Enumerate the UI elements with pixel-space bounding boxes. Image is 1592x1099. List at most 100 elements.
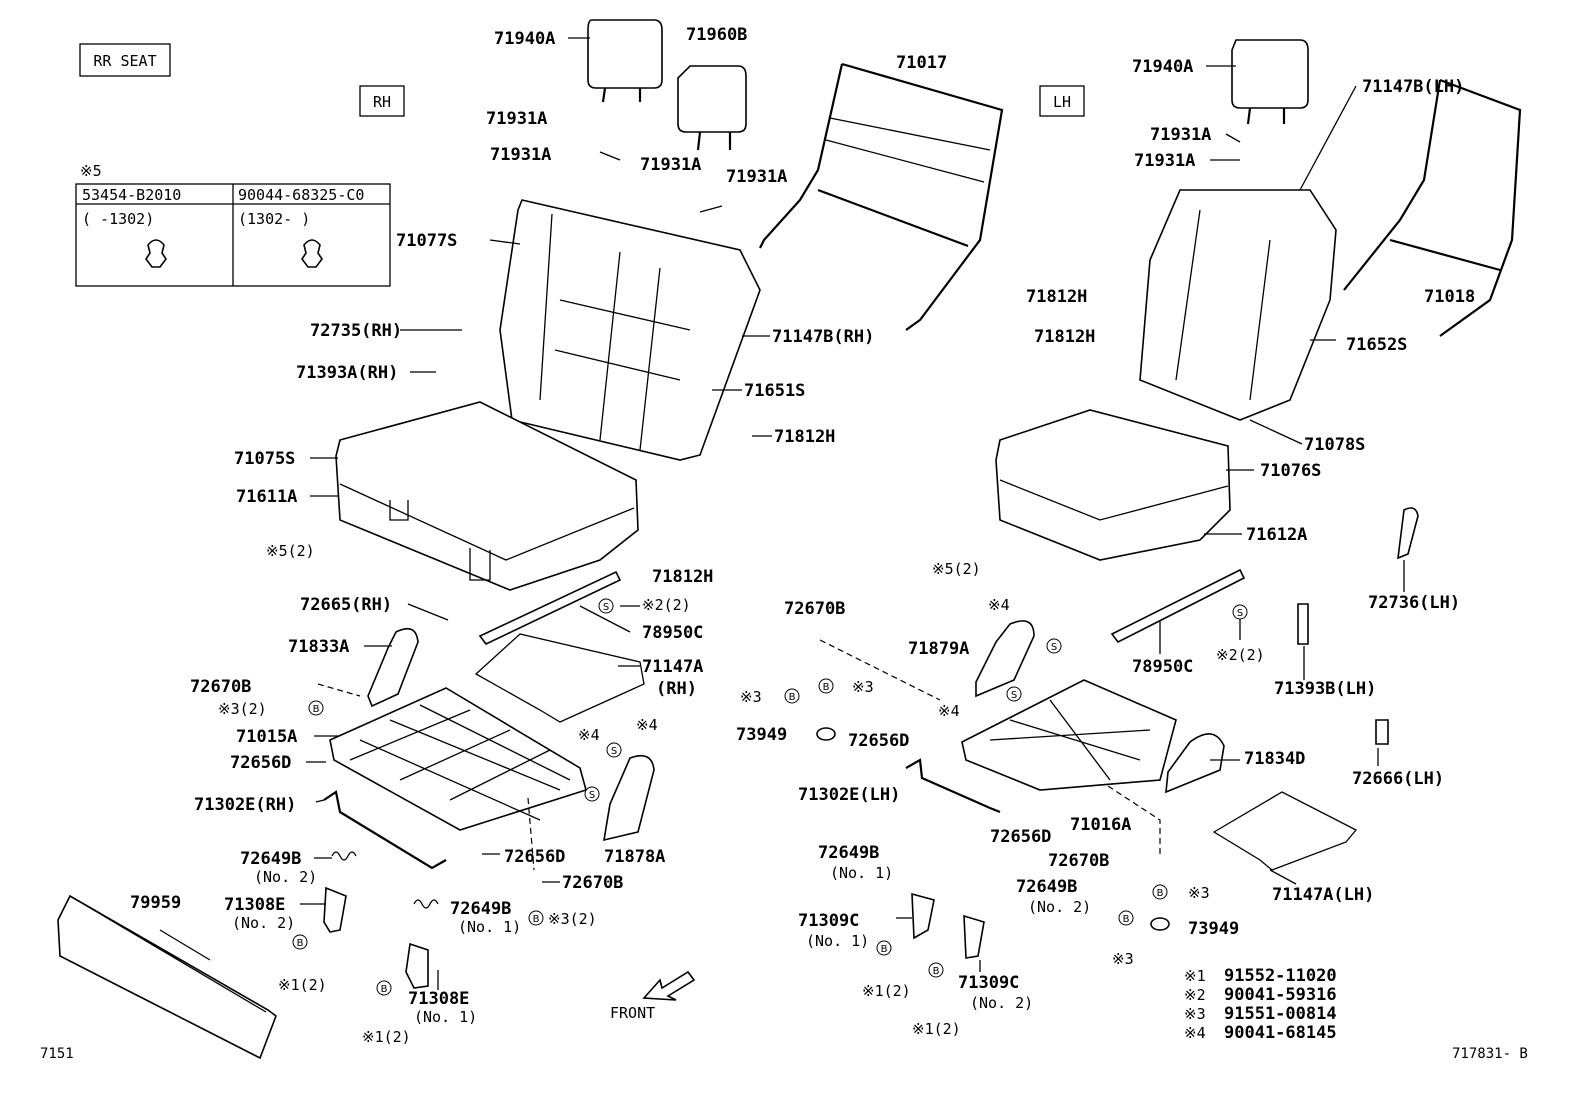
legend-part: 91552-11020 (1224, 966, 1337, 986)
legend-mark: ※4 (1184, 1024, 1206, 1042)
part-label: 73949 (736, 725, 787, 745)
bumper-73949-2 (1150, 917, 1170, 931)
part-label: (No. 2) (232, 914, 295, 932)
footnote-col2-range: (1302- ) (238, 210, 310, 228)
legend-row-3: ※3 91551-00814 (1184, 1004, 1337, 1024)
part-label: ※5(2) (266, 542, 315, 560)
fastener-legend: ※1 91552-11020 ※2 90041-59316 ※3 91551-0… (1184, 966, 1337, 1043)
part-label: 71147B(LH) (1362, 77, 1464, 97)
legend-row-4: ※4 90041-68145 (1184, 1023, 1337, 1043)
cover-79959 (57, 894, 277, 1060)
part-label: ※3 (852, 678, 874, 696)
part-label: 72670B (1048, 851, 1109, 871)
footnote-table-mark: ※5 (80, 162, 102, 180)
part-label: ※4 (636, 716, 658, 734)
part-label: 72670B (190, 677, 251, 697)
part-label: 71812H (1034, 327, 1095, 347)
headrest-rh-center (677, 65, 747, 151)
legend-mark: ※2 (1184, 986, 1206, 1004)
bolt-callout: B (313, 704, 320, 715)
page-number-left: 7151 (40, 1046, 74, 1062)
part-label: 72736(LH) (1368, 593, 1460, 613)
part-labels: 71940A 71960B 71017 71931A 71931A 71931A… (40, 25, 1528, 1062)
part-label: 71651S (744, 381, 805, 401)
footnote-col1-part: 53454-B2010 (82, 186, 181, 204)
part-label: 71393B(LH) (1274, 679, 1376, 699)
part-label: 71309C (798, 911, 859, 931)
part-label: 72656D (504, 847, 565, 867)
part-label: 72666(LH) (1352, 769, 1444, 789)
hinge-71308e-no1 (405, 942, 429, 989)
part-label: 71308E (224, 895, 285, 915)
part-label: 71878A (604, 847, 665, 867)
rr-seat-title: RR SEAT (93, 52, 156, 70)
strap-71393b (1297, 603, 1309, 645)
part-label: 71812H (652, 567, 713, 587)
part-label: ※4 (578, 726, 600, 744)
part-label: (No. 1) (414, 1008, 477, 1026)
footnote-col2-part: 90044-68325-C0 (238, 186, 364, 204)
dashed-leader-lh (819, 639, 1161, 856)
lh-side-label: LH (1053, 93, 1071, 111)
part-label: 71611A (236, 487, 297, 507)
part-label: (No. 1) (458, 918, 521, 936)
part-label: 71017 (896, 53, 947, 73)
part-label: 79959 (130, 893, 181, 913)
seatback-lh (1139, 189, 1337, 421)
footnote-col1-range: ( -1302) (82, 210, 154, 228)
rod-71302e-rh (323, 790, 447, 870)
lh-side-box: LH (1039, 85, 1085, 117)
part-label: 72649B (818, 843, 879, 863)
legend-mark: ※1 (1184, 967, 1206, 985)
part-label: ※1(2) (278, 976, 327, 994)
part-label: ※5(2) (932, 560, 981, 578)
seat-cushion-rh (335, 401, 639, 591)
part-label: 71834D (1244, 749, 1305, 769)
part-label: 72656D (848, 731, 909, 751)
part-label: 71308E (408, 989, 469, 1009)
part-label: (No. 2) (1028, 898, 1091, 916)
page-number-right: 717831- B (1452, 1046, 1528, 1062)
part-label: 71812H (1026, 287, 1087, 307)
bolt-callout: B (297, 938, 304, 949)
side-cover-71879a (975, 620, 1035, 698)
screw-callout: S (1237, 608, 1243, 619)
bolt-callout: B (1123, 914, 1130, 925)
part-label: 71076S (1260, 461, 1321, 481)
bolt-callout: B (933, 966, 940, 977)
part-label: (No. 2) (970, 994, 1033, 1012)
part-label: 71931A (726, 167, 787, 187)
spring-72649b-no2 (331, 851, 357, 861)
part-label: ※2(2) (642, 596, 691, 614)
legend-mark: ※3 (1184, 1005, 1206, 1023)
part-label: 78950C (642, 623, 703, 643)
rod-71302e-lh (905, 758, 1001, 814)
front-label: FRONT (610, 1004, 655, 1022)
hinge-71309c-no2 (963, 914, 985, 959)
part-label: (No. 1) (830, 864, 893, 882)
seat-belt-lh (1110, 568, 1246, 644)
legend-part: 90041-68145 (1224, 1023, 1337, 1043)
part-label: 71940A (494, 29, 555, 49)
seat-frame-rh (329, 687, 587, 831)
part-label: 72656D (230, 753, 291, 773)
legend-part: 90041-59316 (1224, 985, 1337, 1005)
bolt-callout: B (881, 944, 888, 955)
part-label: 72656D (990, 827, 1051, 847)
bolt-callout: B (789, 692, 796, 703)
part-label: 71931A (1150, 125, 1211, 145)
part-label: 71016A (1070, 815, 1131, 835)
part-label: 71309C (958, 973, 1019, 993)
seatback-frame-rh (759, 62, 1004, 331)
legend-row-1: ※1 91552-11020 (1184, 966, 1337, 986)
part-label: 71015A (236, 727, 297, 747)
screw-callout: S (611, 746, 617, 757)
part-label: ※1(2) (912, 1020, 961, 1038)
part-label: 71078S (1304, 435, 1365, 455)
part-label: 72649B (240, 849, 301, 869)
part-label: (No. 1) (806, 932, 869, 950)
part-label: ※3(2) (548, 910, 597, 928)
part-label: 73949 (1188, 919, 1239, 939)
part-label: 72670B (562, 873, 623, 893)
